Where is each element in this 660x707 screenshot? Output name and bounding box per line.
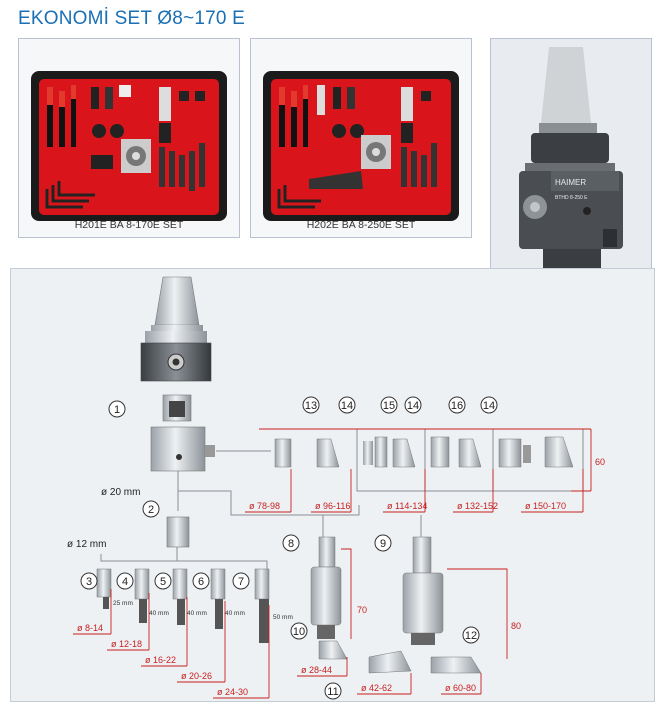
dimension-lines	[259, 428, 592, 659]
part-number-9: 9	[374, 534, 392, 552]
extension-height-label: 70	[357, 605, 367, 615]
bar-length-label: 40 mm	[225, 610, 245, 617]
svg-text:15: 15	[383, 400, 395, 412]
kit-photo-h202e: H202E BA 8-250E SET	[250, 38, 472, 238]
part-number-6: 6	[192, 572, 210, 590]
small-range-label: ø 8-14	[77, 623, 103, 633]
part-number-8: 8	[282, 534, 300, 552]
bar-length-label: 25 mm	[113, 600, 133, 607]
page-title: EKONOMİ SET Ø8~170 E	[18, 8, 245, 29]
extension-height-label: 80	[511, 621, 521, 631]
svg-text:13: 13	[305, 400, 317, 412]
svg-text:8: 8	[288, 538, 294, 550]
part-number-14: 14	[404, 396, 422, 414]
svg-text:10: 10	[293, 626, 305, 638]
part-number-10: 10	[290, 622, 308, 640]
small-range-label: ø 24-30	[217, 687, 248, 697]
svg-text:2: 2	[148, 504, 154, 516]
part-number-1: 1	[108, 400, 126, 418]
svg-text:14: 14	[407, 400, 419, 412]
bar-length-label: 40 mm	[187, 610, 207, 617]
mid-range-label: ø 60-80	[445, 683, 476, 693]
svg-text:16: 16	[451, 400, 463, 412]
head-range-label: ø 150-170	[525, 501, 566, 511]
mid-range-label: ø 28-44	[301, 665, 332, 675]
svg-text:1: 1	[114, 404, 120, 416]
svg-text:6: 6	[198, 576, 204, 588]
part-number-3: 3	[80, 572, 98, 590]
small-range-label: ø 12-18	[111, 639, 142, 649]
part-number-14: 14	[480, 396, 498, 414]
head-range-label: ø 96-116	[315, 501, 350, 511]
svg-text:11: 11	[327, 686, 338, 698]
part-number-4: 4	[116, 572, 134, 590]
part-number-7: 7	[232, 572, 250, 590]
mid-boring-heads	[318, 640, 482, 674]
large-boring-heads	[274, 436, 574, 468]
brand-text: HAIMER	[555, 178, 586, 187]
head-height-label: 60	[595, 457, 605, 467]
part-number-14: 14	[338, 396, 356, 414]
kit-case-image	[31, 71, 227, 221]
reducer-20	[166, 516, 190, 548]
shank-label-20mm: ø 20 mm	[101, 487, 140, 498]
part-number-5: 5	[154, 572, 172, 590]
head-range-label: ø 78-98	[249, 501, 280, 511]
svg-text:9: 9	[380, 538, 386, 550]
head-range-label: ø 132-152	[457, 501, 498, 511]
part-number-2: 2	[142, 500, 160, 518]
svg-text:14: 14	[341, 400, 353, 412]
svg-text:14: 14	[483, 400, 495, 412]
bar-length-label: 40 mm	[149, 610, 169, 617]
small-range-label: ø 16-22	[145, 655, 176, 665]
connector-lines	[100, 450, 422, 569]
svg-text:4: 4	[122, 576, 128, 588]
part-number-16: 16	[448, 396, 466, 414]
part-number-13: 13	[302, 396, 320, 414]
head-range-label: ø 114-134	[387, 501, 427, 511]
bar-length-label: 50 mm	[273, 614, 293, 621]
svg-text:12: 12	[465, 630, 477, 642]
kit-photo-h201e: H201E BA 8-170E SET	[18, 38, 240, 238]
svg-text:7: 7	[238, 576, 244, 588]
small-boring-bars	[96, 568, 270, 643]
part-number-15: 15	[380, 396, 398, 414]
kit-caption: H201E BA 8-170E SET	[74, 219, 184, 231]
svg-text:5: 5	[160, 576, 166, 588]
mid-range-label: ø 42-62	[361, 683, 392, 693]
svg-text:3: 3	[86, 576, 92, 588]
part-number-11: 11	[324, 682, 342, 700]
kit-caption: H202E BA 8-250E SET	[306, 219, 416, 231]
boring-body	[150, 394, 215, 472]
kit-case-image	[263, 71, 459, 221]
model-text: BTHD 8-250 E	[555, 195, 588, 201]
extension-bars	[310, 536, 444, 645]
small-range-label: ø 20-26	[181, 671, 212, 681]
shank-label-12mm: ø 12 mm	[67, 539, 106, 550]
part-number-12: 12	[462, 626, 480, 644]
taper-shank	[140, 276, 212, 382]
